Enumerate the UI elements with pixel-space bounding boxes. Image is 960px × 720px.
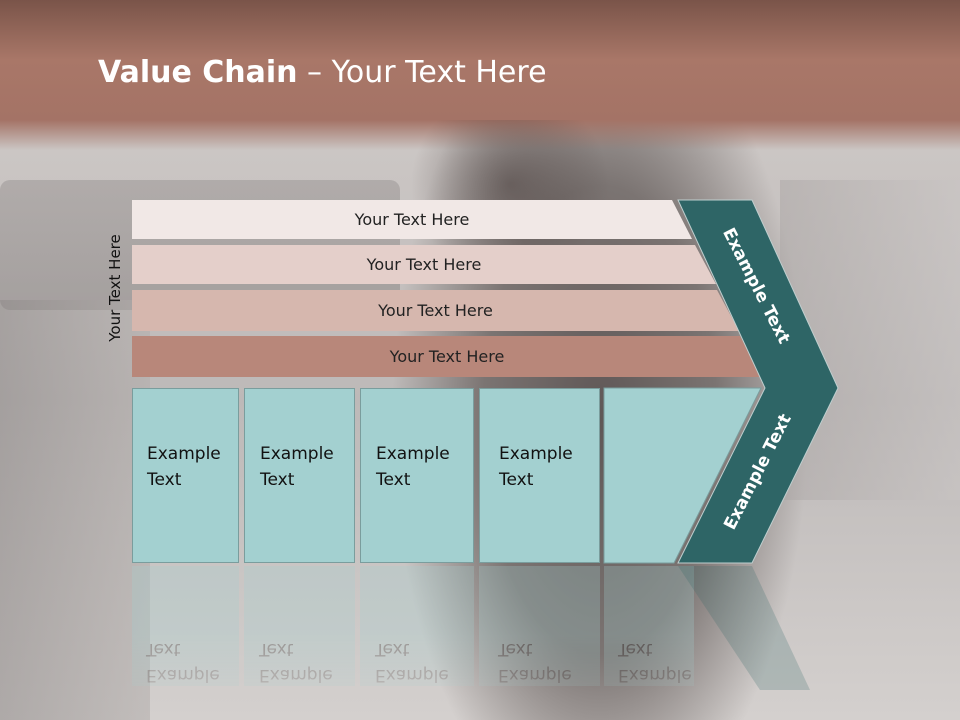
margin-chevron bbox=[677, 199, 839, 564]
title-rest: – Your Text Here bbox=[297, 55, 547, 90]
support-band-4: Your Text Here bbox=[132, 336, 762, 377]
background-sofa-arm bbox=[0, 300, 150, 720]
margin-chevron-reflection bbox=[678, 566, 810, 690]
band-label: Your Text Here bbox=[354, 210, 470, 229]
title-bold: Value Chain bbox=[98, 55, 298, 90]
support-band-1: Your Text Here bbox=[132, 200, 692, 239]
band-label: Your Text Here bbox=[389, 347, 505, 366]
slide-title: Value Chain – Your Text Here bbox=[98, 55, 547, 90]
band-label: Your Text Here bbox=[366, 255, 482, 274]
support-band-2: Your Text Here bbox=[132, 245, 716, 284]
band-label: Your Text Here bbox=[378, 301, 493, 320]
support-band-3: Your Text Here bbox=[132, 290, 739, 331]
primary-activity-5-shape bbox=[603, 387, 762, 564]
